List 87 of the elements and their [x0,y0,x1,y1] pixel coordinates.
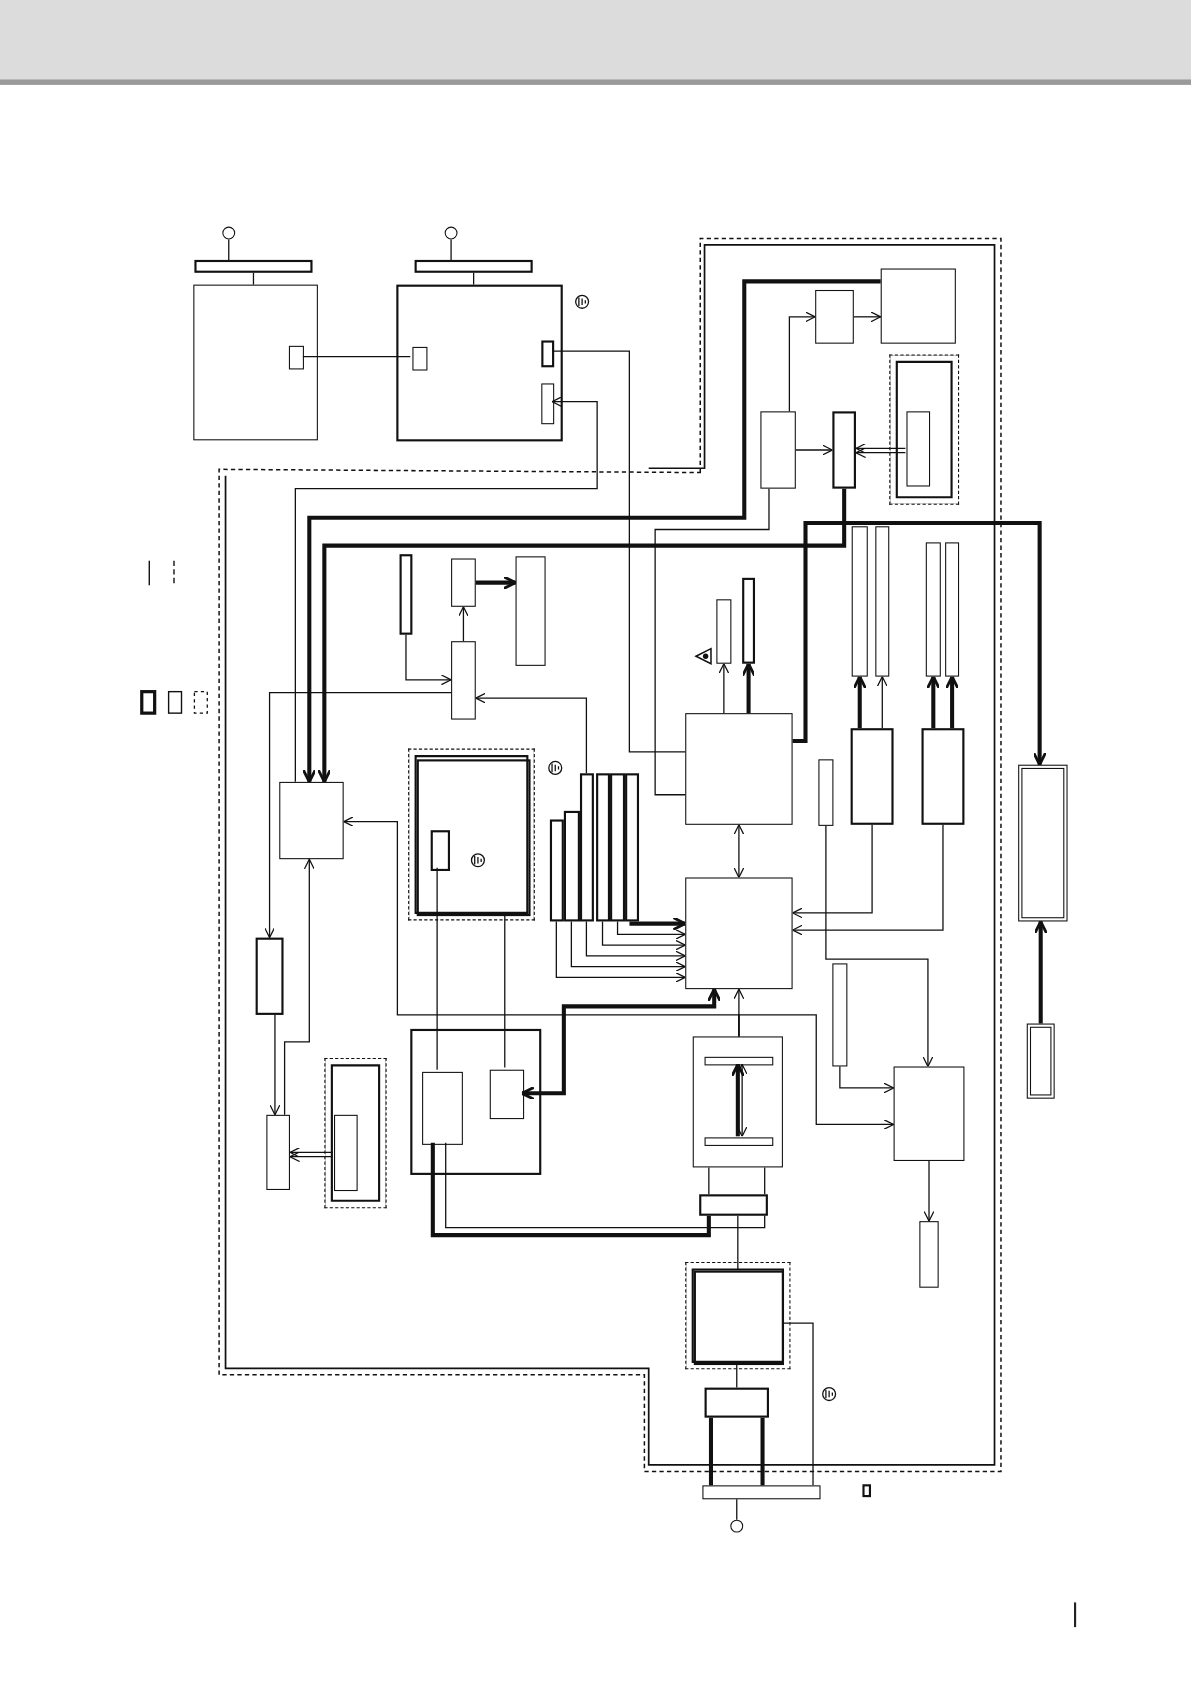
arrow [457,606,469,642]
wire [551,350,686,753]
thick-wire [430,1142,711,1238]
wire [450,238,452,261]
wire [736,1498,738,1521]
arrow [855,447,907,459]
dashed-enclosure [685,1261,791,1370]
wire [302,355,411,358]
thick-arrow [302,279,881,784]
bar-module [610,773,626,922]
block-box [410,1028,542,1175]
dashed-enclosure [324,1057,387,1209]
bar-module [596,773,611,922]
block-box [396,284,563,442]
arrow [718,663,730,714]
wire [764,1166,766,1195]
arrow [585,920,686,962]
block-box [699,1194,768,1216]
block-box [832,411,856,489]
arrow [733,824,745,879]
bar-module [563,810,580,922]
thick-arrow [1033,920,1049,1024]
thick-arrow [852,675,868,729]
wire [708,1166,710,1195]
terminal-strip [194,259,313,273]
block-box [541,340,555,368]
arrow [405,634,452,686]
bar-module [625,773,640,922]
arrow [570,920,686,973]
thick-arrow [926,675,941,729]
wire [436,867,438,1071]
arrow [791,824,873,919]
wire [654,488,770,796]
thick-arrow [317,488,847,784]
terminal-strip [862,1484,871,1498]
block-box [921,728,965,825]
wire [445,1142,766,1229]
arrow [294,396,598,783]
arrow [289,1146,334,1158]
arrow [855,442,907,454]
dashed-enclosure [408,748,535,921]
thick-arrow [629,916,687,931]
arrow [555,920,686,983]
wire [228,238,230,261]
thick-arrow [792,521,1047,767]
thick-arrow [944,675,960,729]
wire [736,1363,738,1389]
arrow [736,1063,748,1137]
bar-module [579,773,594,922]
thick-arrow [475,575,517,590]
block-box [255,937,284,1015]
arrow [475,692,588,774]
block-box [704,1387,769,1418]
arrow [283,858,315,1116]
arrow [601,920,686,951]
wire [504,914,506,1069]
bar-module [399,554,413,635]
wire [782,1322,814,1486]
wire [737,1215,739,1271]
block-box [430,830,450,871]
arrow [264,692,452,939]
block-box [693,1270,784,1366]
block-box [416,759,531,917]
arrow [876,675,888,729]
thick-wire [708,1417,714,1486]
bar-module [549,819,564,922]
arrow [923,1160,935,1222]
arrow [839,1065,895,1094]
bar-module [742,577,755,664]
thick-arrow [730,1062,746,1137]
arrow [791,824,944,936]
dashed-enclosure [889,354,960,505]
arrow [825,825,934,1068]
arrow [788,311,816,412]
arrow [616,920,686,940]
arrow [795,444,833,456]
arrow [853,311,882,323]
arrow [269,1014,281,1116]
wire [473,272,475,286]
block-box [850,728,894,825]
arrow [738,1014,895,1130]
wire [252,272,255,286]
thick-arrow [520,987,722,1101]
thick-wire [760,1417,765,1486]
terminal-strip [414,259,533,273]
arrow [289,1151,334,1163]
thick-arrow [741,662,756,714]
